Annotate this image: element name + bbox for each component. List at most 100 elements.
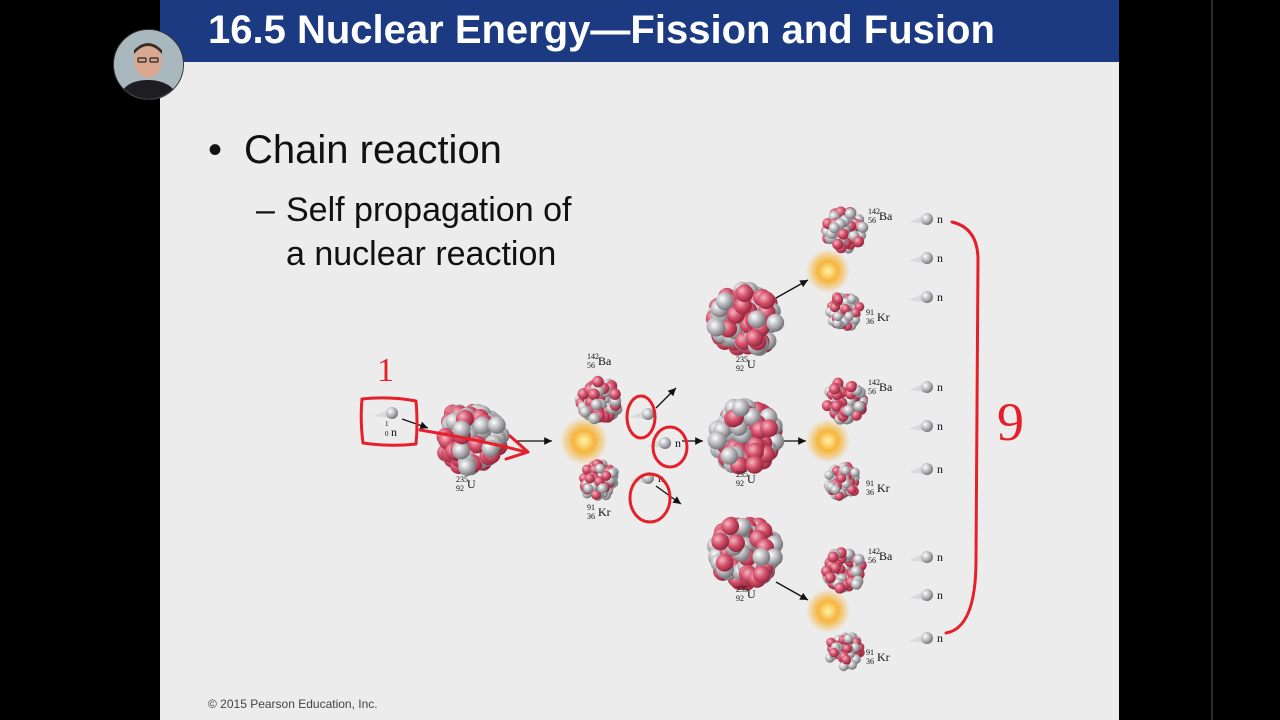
neutron-trail	[909, 592, 923, 600]
element-symbol: Kr	[598, 505, 611, 519]
nucleon	[595, 463, 606, 474]
released-neutron: n	[909, 588, 943, 602]
nucleon	[752, 565, 771, 584]
neutron-trail	[909, 384, 923, 392]
nucleon	[850, 578, 863, 590]
released-neutron: n	[909, 290, 943, 304]
released-neutron: n	[909, 550, 943, 564]
nucleon	[832, 238, 844, 250]
neutron-ball	[921, 420, 933, 432]
bullet-item: •Chain reaction	[208, 128, 502, 173]
uranium-nucleus	[705, 281, 785, 356]
neutron-label: n	[937, 462, 943, 476]
nucleon	[752, 548, 771, 566]
nucleon	[597, 483, 608, 494]
sub-bullet-line-1: Self propagation of	[286, 191, 572, 229]
neutron-ball	[659, 437, 671, 449]
atomic-number: 56	[868, 556, 876, 565]
element-symbol: Ba	[598, 354, 612, 368]
neutron-trail	[630, 411, 644, 419]
barium-nucleus	[821, 206, 869, 254]
element-symbol: Kr	[877, 310, 890, 324]
neutron-ball	[921, 463, 933, 475]
nucleon	[833, 311, 843, 322]
presenter-avatar	[114, 30, 183, 99]
nucleon	[590, 398, 603, 411]
sub-bullet-line-2: a nuclear reaction	[286, 235, 557, 273]
mass-number: 142	[868, 378, 880, 387]
nucleon	[609, 388, 621, 400]
incoming-neutron	[374, 407, 398, 419]
atomic-number: 36	[866, 488, 874, 497]
reaction-arrow	[775, 279, 809, 299]
nucleon	[731, 398, 750, 417]
slide-title: 16.5 Nuclear Energy—Fission and Fusion	[208, 8, 995, 52]
energy-flash	[806, 589, 850, 633]
neutron-label: n	[937, 631, 943, 645]
reaction-arrow	[655, 387, 677, 409]
nucleon	[601, 470, 612, 481]
uranium-nucleus	[706, 516, 784, 591]
nucleon	[843, 633, 854, 644]
nucleon	[579, 406, 591, 418]
nucleon	[850, 467, 860, 478]
bullet-dot: •	[208, 128, 223, 172]
webcam-presenter	[113, 29, 184, 100]
neutron-trail	[909, 294, 923, 302]
krypton-nucleus	[824, 292, 865, 331]
nucleon	[721, 517, 740, 536]
nucleon	[857, 221, 869, 233]
neutron-ball	[921, 589, 933, 601]
nucleon	[711, 532, 730, 551]
released-neutron: n	[909, 251, 943, 265]
element-symbol: Ba	[879, 380, 893, 394]
mass-number: 91	[587, 503, 595, 512]
neutron-label: n	[675, 436, 681, 450]
nucleon	[583, 483, 594, 494]
atomic-number: 92	[736, 594, 744, 603]
nucleon	[829, 647, 839, 658]
element-symbol: Kr	[877, 650, 890, 664]
title-bar: 16.5 Nuclear Energy—Fission and Fusion	[160, 0, 1119, 62]
neutron-ball	[386, 407, 398, 419]
released-neutron: n	[909, 462, 943, 476]
atomic-number: 36	[866, 317, 874, 326]
nucleon	[581, 464, 593, 475]
mass-number: 142	[868, 547, 880, 556]
neutron-label: n	[937, 212, 943, 226]
nucleon	[840, 465, 851, 476]
nucleon	[844, 208, 856, 220]
nucleon	[746, 442, 764, 461]
neutron-trail	[909, 255, 923, 263]
barium-nucleus	[821, 547, 867, 594]
nucleon	[708, 431, 727, 450]
barium-nucleus	[574, 375, 623, 425]
annotation-count-end: 9	[997, 392, 1024, 452]
sub-bullet-dash: –	[256, 191, 275, 229]
neutron-label: n	[937, 290, 943, 304]
neutron-label: n	[937, 419, 943, 433]
nucleon	[842, 643, 852, 654]
nucleon	[844, 311, 854, 322]
atomic-number: 56	[868, 216, 876, 225]
element-symbol: U	[467, 477, 476, 491]
nucleon	[720, 447, 739, 465]
uranium-nucleus	[707, 398, 785, 475]
atomic-number: 56	[587, 361, 595, 370]
nucleon	[843, 404, 855, 416]
neutron-ball	[921, 632, 933, 644]
neutron-ball	[921, 252, 933, 264]
edge-divider	[1211, 0, 1213, 720]
element-symbol: U	[747, 357, 756, 371]
nucleon	[837, 228, 849, 240]
nucleon	[836, 473, 847, 483]
nucleon	[832, 318, 843, 329]
